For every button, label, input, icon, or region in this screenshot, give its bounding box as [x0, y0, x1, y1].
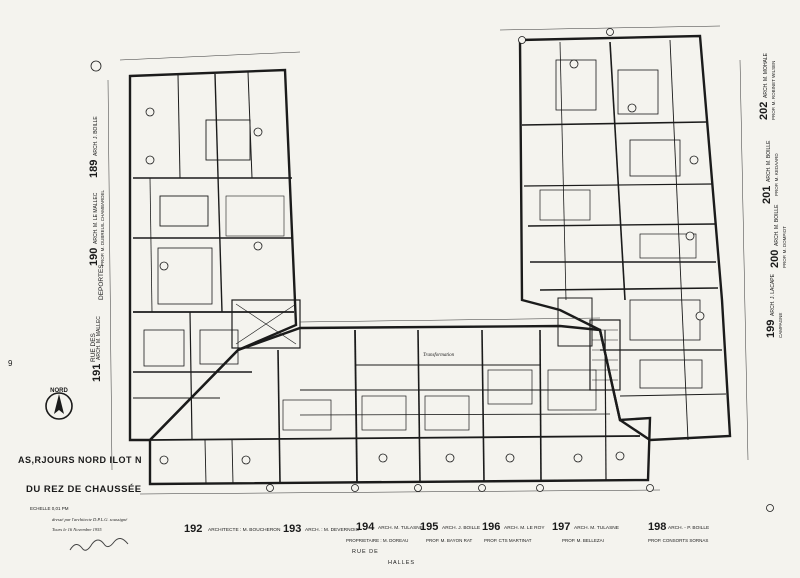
lot-197-number: 197 — [552, 521, 570, 533]
street-left-line-2: DEPORTES — [98, 264, 105, 300]
lot-195-number: 195 — [420, 521, 438, 533]
lot-191-architect: ARCH. M. MALLEC — [96, 316, 102, 360]
lots-bottom: 192 ARCHITECTE : M. BOUCHERON 193 ARCH. … — [184, 521, 709, 543]
lot-198-number: 198 — [648, 521, 666, 533]
lot-198-owner: PROP. CONSORTS SORNAS — [648, 538, 708, 543]
lot-202-architect: ARCH. M. MOHALE — [763, 52, 769, 98]
scale-note: ECHELLE 0,01 PM — [30, 506, 69, 511]
street-bottom-line-1: RUE DE — [352, 549, 379, 555]
grid-bubbles — [90, 28, 774, 512]
bottom-block-building — [148, 319, 652, 486]
dimension-lines — [107, 25, 749, 495]
title-line-1: AS,RJOURS NORD ILOT N — [18, 455, 142, 465]
lot-201-architect: ARCH. M. BOILLE — [766, 140, 772, 182]
title-block: AS,RJOURS NORD ILOT N DU REZ DE CHAUSSÉE… — [18, 455, 142, 551]
title-line-2: DU REZ DE CHAUSSÉE — [26, 484, 142, 495]
lot-202-owner: PROP. M. ROBINET WILSEN — [771, 61, 776, 120]
lot-192-number: 192 — [184, 523, 202, 535]
lot-200-architect: ARCH. M. BOILLE — [774, 204, 780, 246]
signature-note-1: dressé par l'architecte D.P.L.G. soussig… — [52, 517, 128, 522]
signature-note-2: Tours le 16 Novembre 1955 — [52, 527, 102, 532]
lots-right: 202 ARCH. M. MOHALE PROP. M. ROBINET WIL… — [758, 52, 787, 338]
lot-194-number: 194 — [356, 521, 375, 533]
lot-196-owner: PROP. CTS MARTINAT — [484, 538, 532, 543]
lot-201-owner: PROP. M. KEDAARD — [774, 153, 779, 196]
lot-199-owner: CAMPAGNE — [778, 313, 783, 338]
lot-191-number: 191 — [91, 364, 103, 382]
lot-199-number: 199 — [765, 320, 777, 338]
lot-196-architect: ARCH. M. LE ROY — [504, 525, 545, 531]
lot-189-architect: ARCH. J. BOILLE — [93, 116, 99, 156]
lot-189-number: 189 — [88, 160, 100, 178]
lot-198-architect: ARCH. - P. BOILLE — [668, 525, 709, 531]
lot-197-owner: PROP. M. BELLEZAI — [562, 538, 604, 543]
street-left-line-1: RUE DES — [90, 332, 97, 362]
lot-193-number: 193 — [283, 523, 301, 535]
left-wing-building — [128, 68, 301, 442]
lot-199-architect: ARCH. J. LACAPE — [770, 273, 776, 316]
right-wing-building — [518, 34, 732, 442]
lot-195-architect: ARCH. J. BOILLE — [442, 525, 480, 531]
transformation-note: Transformation — [423, 353, 455, 358]
lot-190-architect: ARCH. M. LE MALLEC — [93, 192, 99, 244]
lot-200-owner: PROP. M. DOMPIOT — [782, 226, 787, 268]
street-bottom-line-2: HALLES — [388, 560, 415, 566]
lot-193-architect: ARCH. : M. DEVERNOIS — [305, 527, 359, 533]
lot-190-number: 190 — [88, 248, 100, 266]
lot-197-architect: ARCH. M. TULASNE — [574, 525, 619, 531]
lot-192-architect: ARCHITECTE : M. BOUCHERON — [208, 527, 281, 533]
lot-201-number: 201 — [761, 186, 773, 204]
lot-196-number: 196 — [482, 521, 500, 533]
lot-202-number: 202 — [758, 102, 770, 120]
lot-200-number: 200 — [769, 250, 781, 268]
lot-195-owner: PROP. M. BAYON RAT — [426, 538, 473, 543]
north-label: NORD — [50, 388, 68, 394]
lot-194-architect: ARCH. M. TULASNE — [378, 525, 423, 531]
lots-left: 189 ARCH. J. BOILLE 190 ARCH. M. LE MALL… — [88, 116, 105, 382]
page-number: 9 — [8, 359, 13, 368]
signature-scribble — [69, 538, 129, 551]
lot-194-owner: PROPRIETAIRE : M. DOREAU — [346, 538, 408, 543]
lot-190-owner: PROP. M. DUBREUIL CHAMBARDEL — [100, 189, 105, 266]
north-arrow-icon: NORD — [45, 388, 73, 420]
